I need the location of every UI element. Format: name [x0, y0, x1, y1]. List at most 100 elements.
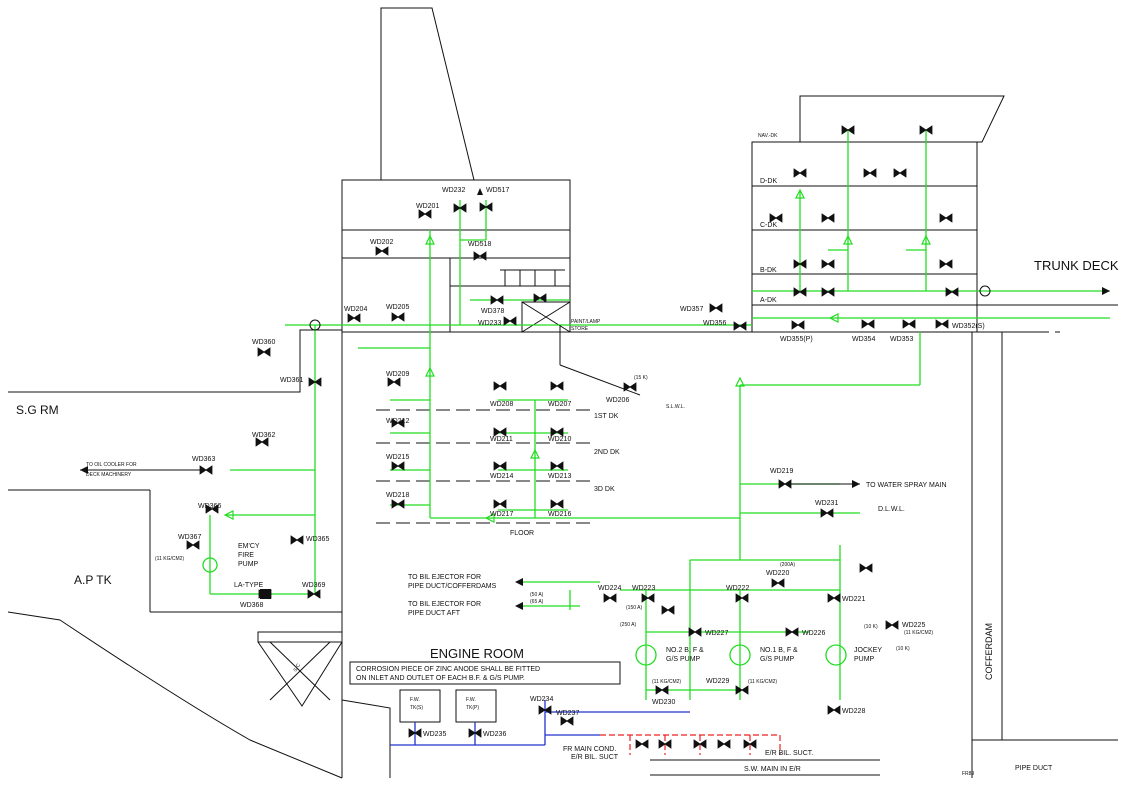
valve-label-wd363: WD363: [192, 456, 215, 463]
valve-wd208: [493, 381, 507, 391]
valve-label-wd365: WD365: [306, 536, 329, 543]
valve-unlabeled-0: [841, 125, 855, 135]
valve-label-wd237: WD237: [556, 710, 579, 717]
valve-wd233: [503, 316, 517, 326]
valve-label-wd518: WD518: [468, 241, 491, 248]
valve-label-wd233: WD233: [478, 320, 501, 327]
valve-wd210: [550, 427, 564, 437]
pump-2-label-1: NO.2 B, F &: [666, 647, 704, 654]
overboard-lines: [80, 269, 880, 776]
deck-nav: NAV.-DK: [758, 133, 778, 139]
valve-unlabeled-17: [635, 739, 649, 749]
valve-label-wd227: WD227: [705, 630, 728, 637]
spec-kg-a: (11 KG/CM2): [155, 556, 184, 562]
deck-floor: FLOOR: [510, 530, 534, 537]
valve-wd363: [199, 465, 213, 475]
la-type-label: LA-TYPE: [234, 582, 264, 589]
deck-3d: 3D DK: [594, 486, 615, 493]
valve-wd206: [623, 382, 637, 392]
valve-label-wd235: WD235: [423, 731, 446, 738]
fw-tank-s-label-2: TK(S): [410, 705, 423, 711]
valve-unlabeled-4: [893, 168, 907, 178]
valve-label-wd356: WD356: [703, 320, 726, 327]
note-bil-ejector-2a: TO BIL EJECTOR FOR: [408, 601, 481, 608]
area-engine-room: ENGINE ROOM: [430, 646, 524, 661]
valve-label-wd201: WD201: [416, 203, 439, 210]
note-water-spray: TO WATER SPRAY MAIN: [866, 482, 947, 489]
labels: TRUNK DECK S.G RM A.P TK ENGINE ROOM COF…: [16, 133, 1119, 777]
ship-structure: [7, 7, 1118, 779]
valve-label-wd366: WD366: [198, 503, 221, 510]
valve-wd518: [473, 251, 487, 261]
valve-label-wd207: WD207: [548, 401, 571, 408]
valve-label-wd368: WD368: [240, 602, 263, 609]
valve-label-wd224: WD224: [598, 585, 621, 592]
pump-1-symbol: [729, 644, 751, 666]
area-trunk-deck: TRUNK DECK: [1034, 258, 1119, 273]
deck-1st: 1ST DK: [594, 413, 619, 420]
note-corrosion-1: CORROSION PIECE OF ZINC ANODE SHALL BE F…: [356, 666, 540, 673]
valve-wd218: [391, 499, 405, 509]
valve-label-wd205: WD205: [386, 304, 409, 311]
valve-unlabeled-16: [661, 605, 675, 615]
note-oil-cooler-2: DECK MACHINERY: [86, 472, 132, 478]
valve-wd214: [493, 461, 507, 471]
valve-wd236: [468, 728, 482, 738]
trunk-deck-end-cap: [979, 285, 991, 297]
wd360-junction: [309, 319, 321, 331]
valve-wd216: [550, 499, 564, 509]
jockey-pump-label-2: PUMP: [854, 656, 875, 663]
valve-wd228: [827, 705, 841, 715]
valve-unlabeled-19: [693, 739, 707, 749]
spec-kg-d: (11 KG/CM2): [748, 679, 777, 685]
deck-a: A-DK: [760, 297, 777, 304]
valve-unlabeled-13: [945, 287, 959, 297]
valve-label-wd216: WD216: [548, 511, 571, 518]
valve-wd355p: [791, 320, 805, 330]
spec-kg-c: (11 KG/CM2): [652, 679, 681, 685]
valve-wd205: [391, 312, 405, 322]
fw-tank-p-label-1: F.W.: [466, 697, 476, 703]
valve-unlabeled-20: [717, 739, 731, 749]
emcy-pump-label-2: FIRE: [238, 552, 254, 559]
valve-wd212: [391, 418, 405, 428]
valve-unlabeled-5: [769, 213, 783, 223]
valve-wd230: [655, 685, 669, 695]
note-bil-ejector-1a: TO BIL EJECTOR FOR: [408, 574, 481, 581]
valve-label-wd208: WD208: [490, 401, 513, 408]
valve-label-wd210: WD210: [548, 436, 571, 443]
valve-wd213: [550, 461, 564, 471]
valve-unlabeled-9: [821, 259, 835, 269]
pump-2-label-2: G/S PUMP: [666, 656, 701, 663]
note-oil-cooler-1: TO OIL COOLER FOR: [86, 462, 137, 468]
frame-number: FR89: [962, 771, 974, 777]
spec-k10b: (10 K): [896, 646, 910, 652]
valve-label-wd218: WD218: [386, 492, 409, 499]
valve-wd517: [479, 202, 493, 212]
valve-label-wd361: WD361: [280, 377, 303, 384]
note-paint-store-2: STORE: [571, 326, 589, 332]
note-er-bil-suct: E/R BIL. SUCT: [571, 754, 619, 761]
valve-wd362: [255, 437, 269, 447]
valve-wd234: [538, 705, 552, 715]
spec-a150: (150 A): [626, 605, 642, 611]
valve-wd219: [778, 479, 792, 489]
valve-wd220: [771, 578, 785, 588]
deck-c: C-DK: [760, 222, 777, 229]
valve-label-wd226: WD226: [802, 630, 825, 637]
pumps: [202, 557, 847, 666]
valve-wd217: [493, 499, 507, 509]
valve-label-wd353: WD353: [890, 336, 913, 343]
emcy-pump-symbol: [202, 557, 218, 573]
fw-tank-p-label-2: TK(P): [466, 705, 479, 711]
valve-wd352s: [935, 319, 949, 329]
valve-label-wd362: WD362: [252, 432, 275, 439]
valve-unlabeled-1: [919, 125, 933, 135]
pump-1-label-1: NO.1 B, F &: [760, 647, 798, 654]
area-pipe-duct: PIPE DUCT: [1015, 765, 1053, 772]
valve-wd221: [827, 593, 841, 603]
note-paint-store-1: PAINT/LAMP: [571, 319, 601, 325]
note-sw-main: S.W. MAIN IN E/R: [744, 766, 801, 773]
